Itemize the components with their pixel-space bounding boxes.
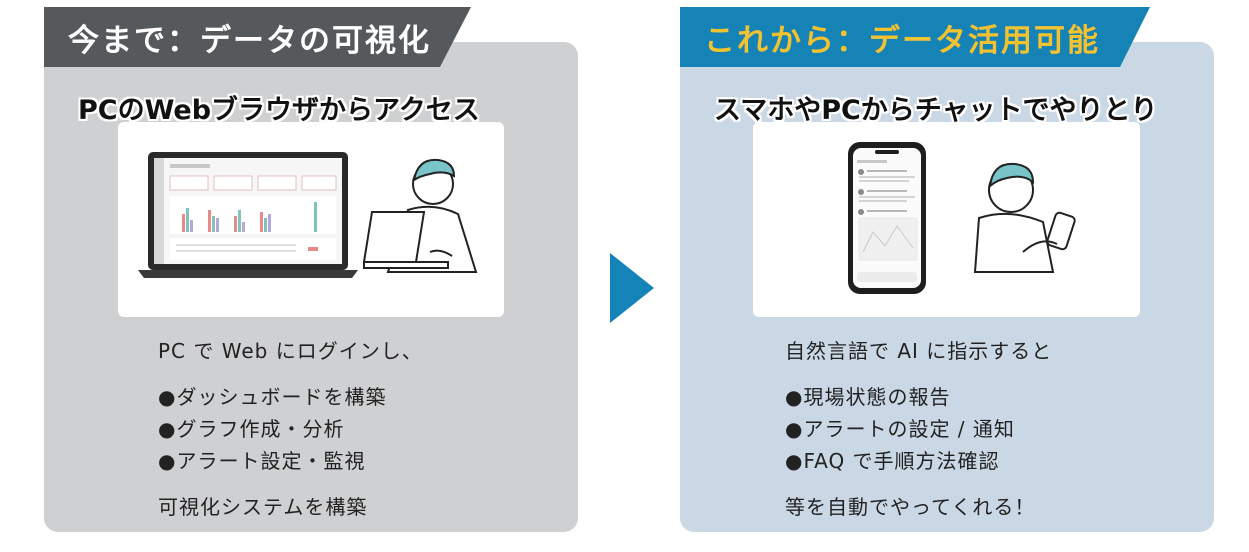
before-bullet: ●ダッシュボードを構築	[158, 385, 387, 409]
before-footer: 可視化システムを構築	[158, 495, 368, 519]
after-footer: 等を自動でやってくれる！	[785, 495, 1036, 519]
after-bullet: ●FAQ で手順方法確認	[785, 449, 1000, 473]
after-intro: 自然言語で AI に指示すると	[785, 339, 1053, 363]
before-bullet: ●アラート設定・監視	[158, 449, 366, 473]
after-bullet: ●現場状態の報告	[785, 385, 951, 409]
before-heading-tag: 今まで：データの可視化	[44, 7, 471, 67]
arrow-right-icon	[610, 253, 654, 323]
after-bullet: ●アラートの設定 / 通知	[785, 417, 1015, 441]
after-description: 自然言語で AI に指示すると ●現場状態の報告 ●アラートの設定 / 通知 ●…	[785, 335, 1052, 523]
before-description: PC で Web にログインし、 ●ダッシュボードを構築 ●グラフ作成・分析 ●…	[158, 335, 423, 523]
after-heading-text: これから：データ活用可能	[704, 22, 1100, 59]
laptop-dashboard-icon	[138, 152, 478, 278]
before-subtitle: PCのWebブラウザからアクセス	[78, 95, 480, 126]
before-heading-text: 今まで：データの可視化	[68, 22, 431, 59]
laptop-user-illustration	[118, 122, 504, 317]
after-heading-tag: これから：データ活用可能	[680, 7, 1150, 67]
before-intro: PC で Web にログインし、	[158, 339, 423, 363]
before-bullet: ●グラフ作成・分析	[158, 417, 345, 441]
smartphone-user-illustration	[753, 122, 1140, 317]
after-subtitle: スマホやPCからチャットでやりとり	[714, 95, 1158, 126]
smartphone-chat-icon	[848, 142, 1076, 294]
